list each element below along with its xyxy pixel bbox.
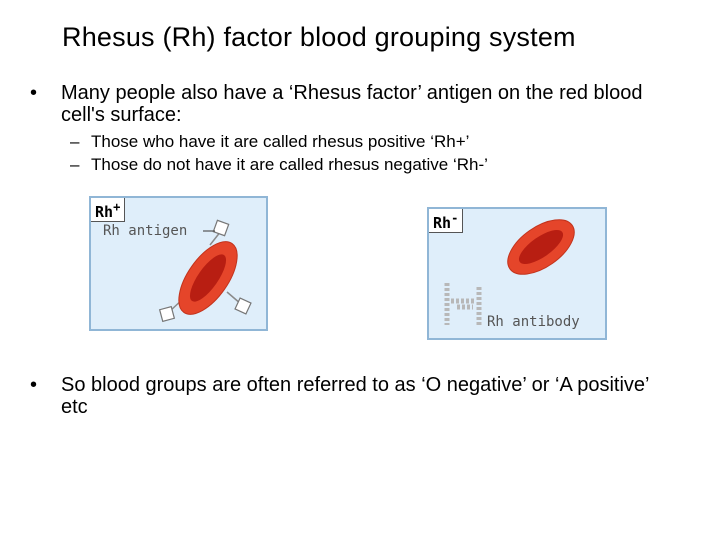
bullet-dot: • [30, 82, 38, 104]
rh-antigen-label: Rh antigen [103, 223, 188, 239]
tag-sign: + [113, 200, 121, 214]
rh-positive-diagram: Rh+ Rh antigen [89, 196, 268, 331]
rh-antibody-shape [444, 283, 482, 327]
red-blood-cell-center [189, 254, 227, 302]
tag-sign: - [451, 211, 459, 225]
bullet-dot: • [30, 374, 38, 396]
sub-bullet-text: Those do not have it are called rhesus n… [91, 155, 488, 174]
rh-antibody-label: Rh antibody [487, 314, 580, 330]
bullet-text: Many people also have a ‘Rhesus factor’ … [61, 82, 643, 126]
sub-bullet-dash: – [70, 132, 80, 151]
sub-bullet-dash: – [70, 155, 80, 174]
tag-text: Rh [433, 214, 452, 232]
rh-positive-cell-illustration [158, 219, 252, 323]
rh-negative-cell-illustration [444, 219, 575, 327]
slide-title: Rhesus (Rh) factor blood grouping system [62, 22, 576, 52]
sub-bullet-text: Those who have it are called rhesus posi… [91, 132, 470, 151]
tag-text: Rh [95, 203, 114, 221]
rh-negative-tag: Rh- [429, 209, 464, 233]
antigen-square [234, 297, 252, 315]
red-blood-cell-center [518, 229, 564, 265]
antigen-square [158, 305, 176, 323]
rh-positive-tag: Rh+ [91, 198, 126, 222]
bullet-text: So blood groups are often referred to as… [61, 374, 649, 418]
rh-negative-diagram: Rh- Rh antibody [427, 207, 607, 340]
antigen-square [212, 219, 230, 237]
